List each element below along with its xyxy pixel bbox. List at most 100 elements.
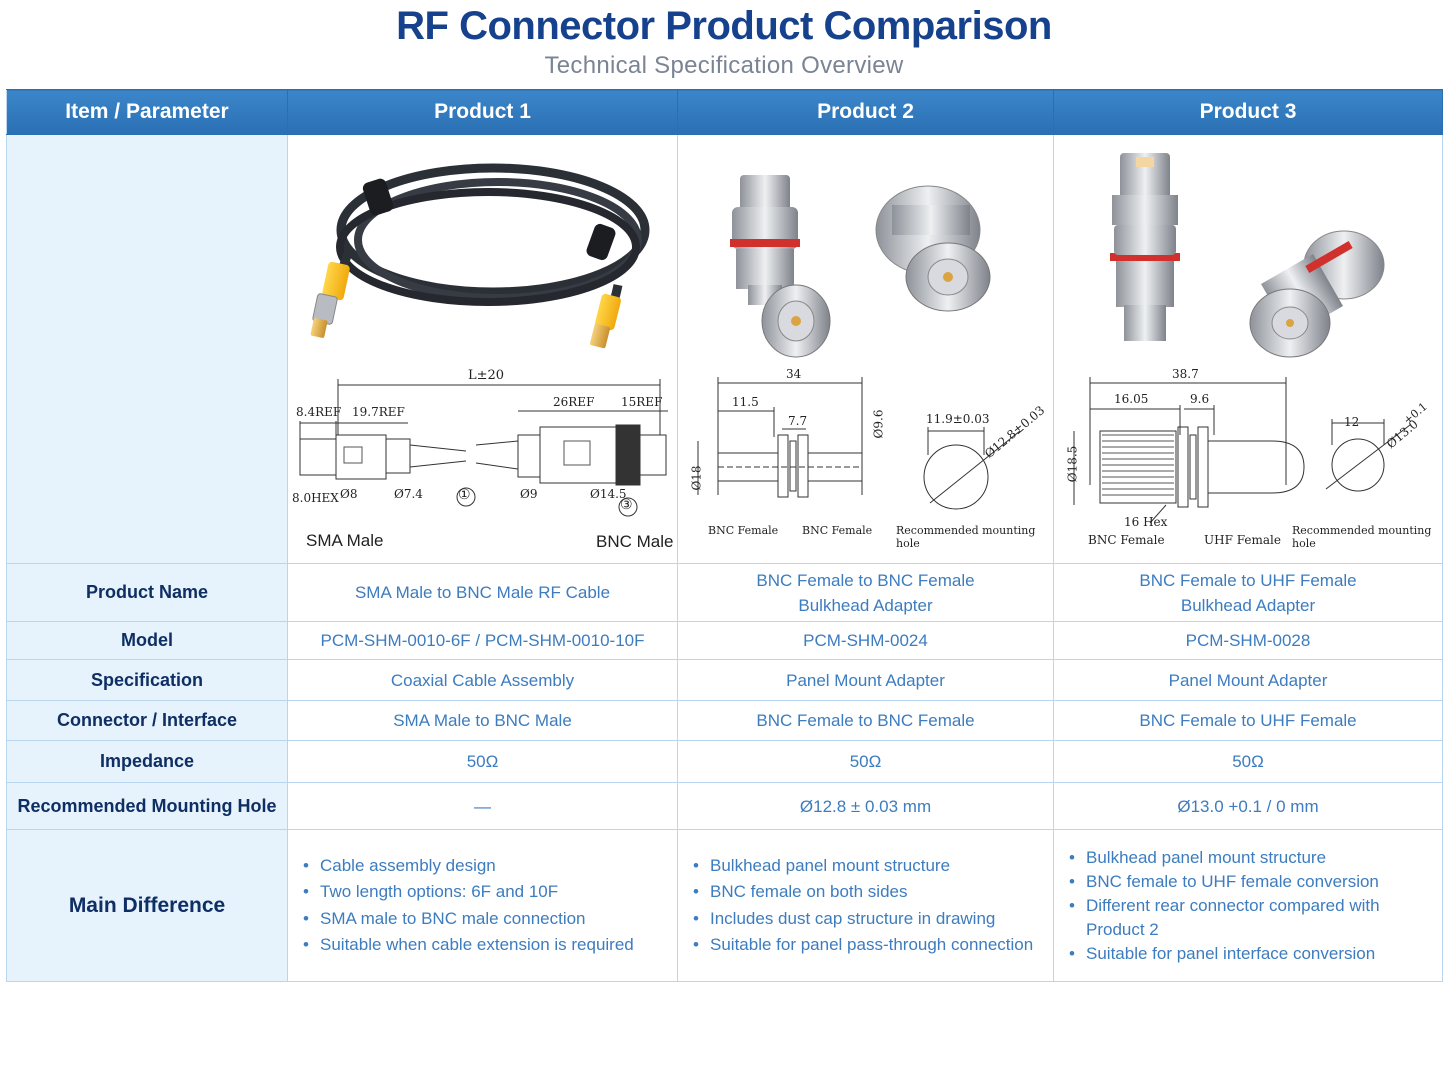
- product-3-adapter-image: [1073, 153, 1411, 524]
- p1-model: PCM-SHM-0010-6F / PCM-SHM-0010-10F: [287, 621, 678, 660]
- list-item: SMA male to BNC male connection: [303, 906, 677, 933]
- p2-connector: BNC Female to BNC Female: [677, 700, 1054, 741]
- image-row-label: [6, 134, 288, 564]
- row-label-connector: Connector / Interface: [6, 700, 288, 741]
- p3-main-difference: Bulkhead panel mount structure BNC femal…: [1053, 829, 1443, 982]
- p1-dim-length: L±20: [468, 368, 505, 383]
- p1-right-connector-name: BNC Male: [596, 532, 674, 551]
- column-header-product-1: Product 1: [287, 89, 678, 135]
- p3-model: PCM-SHM-0028: [1053, 621, 1443, 660]
- product-2-adapter-image: [697, 175, 1021, 510]
- table-row: Main Difference Cable assembly design Tw…: [6, 829, 1443, 982]
- p2-dim-b: 7.7: [788, 414, 808, 428]
- list-item: Suitable when cable extension is require…: [303, 932, 677, 959]
- row-label-product-name: Product Name: [6, 563, 288, 622]
- p2-mounting-hole-label: Recommended mounting hole: [896, 524, 1036, 550]
- table-row: Recommended Mounting Hole — Ø12.8 ± 0.03…: [6, 782, 1443, 830]
- p1-d74: Ø7.4: [394, 487, 423, 501]
- p2-difference-list: Bulkhead panel mount structure BNC femal…: [678, 853, 1053, 959]
- p2-specification: Panel Mount Adapter: [677, 659, 1054, 701]
- list-item: Two length options: 6F and 10F: [303, 879, 677, 906]
- column-header-item: Item / Parameter: [6, 89, 288, 135]
- p1-dim-b: 19.7REF: [352, 405, 405, 419]
- table-row: Specification Coaxial Cable Assembly Pan…: [6, 659, 1443, 701]
- p2-main-difference: Bulkhead panel mount structure BNC femal…: [677, 829, 1054, 982]
- table-row: Connector / Interface SMA Male to BNC Ma…: [6, 700, 1443, 741]
- p2-mounting-hole: Ø12.8 ± 0.03 mm: [677, 782, 1054, 830]
- p1-specification: Coaxial Cable Assembly: [287, 659, 678, 701]
- p2-dim-a: 11.5: [732, 395, 759, 409]
- image-row: L±20 8.4REF 19.7REF 26REF 15REF 8.0HEX Ø…: [6, 134, 1443, 564]
- column-header-product-2: Product 2: [677, 89, 1054, 135]
- p3-specification: Panel Mount Adapter: [1053, 659, 1443, 701]
- row-label-main-difference: Main Difference: [6, 829, 288, 982]
- p3-product-name-line-1: BNC Female to UHF Female: [1139, 570, 1357, 590]
- p1-connector: SMA Male to BNC Male: [287, 700, 678, 741]
- p1-dim-c: 26REF: [553, 395, 595, 409]
- p1-dim-d: 15REF: [621, 395, 663, 409]
- p1-mark-1: ①: [458, 486, 471, 502]
- list-item: Includes dust cap structure in drawing: [693, 906, 1053, 933]
- p1-d145: Ø14.5: [590, 487, 627, 501]
- list-item: BNC female to UHF female conversion: [1069, 870, 1442, 894]
- p3-impedance: 50Ω: [1053, 740, 1443, 783]
- p3-product-name-line-2: Bulkhead Adapter: [1180, 595, 1316, 615]
- p2-impedance: 50Ω: [677, 740, 1054, 783]
- product-2-image-cell: 34 11.5 7.7 Ø18 Ø9.6 11.9±0.03 Ø12.8±0.0…: [677, 134, 1054, 564]
- p2-model: PCM-SHM-0024: [677, 621, 1054, 660]
- p1-mark-3: ③: [620, 496, 633, 512]
- product-3-image-cell: 38.7 16.05 9.6 Ø18.5 12 +0.1 Ø13.0 16 He…: [1053, 134, 1443, 564]
- list-item: Bulkhead panel mount structure: [693, 853, 1053, 880]
- p1-left-connector-name: SMA Male: [306, 531, 384, 550]
- row-label-model: Model: [6, 621, 288, 660]
- page-subtitle: Technical Specification Overview: [544, 52, 904, 79]
- list-item: BNC female on both sides: [693, 879, 1053, 906]
- p2-product-name-line-1: BNC Female to BNC Female: [756, 570, 975, 590]
- p3-dim-b: 9.6: [1190, 392, 1210, 406]
- list-item: Bulkhead panel mount structure: [1069, 846, 1442, 870]
- p2-right-connector-name: BNC Female: [802, 524, 873, 537]
- p3-mounting-hole-label: Recommended mounting hole: [1292, 524, 1432, 550]
- p2-d96: Ø9.6: [871, 409, 886, 439]
- p3-dim-a: 16.05: [1114, 392, 1149, 406]
- p3-right-connector-name: UHF Female: [1204, 533, 1281, 547]
- p1-d8: Ø8: [340, 487, 358, 501]
- table-row: Product Name SMA Male to BNC Male RF Cab…: [6, 563, 1443, 622]
- p3-difference-list: Bulkhead panel mount structure BNC femal…: [1054, 846, 1442, 966]
- p3-mounting-hole: Ø13.0 +0.1 / 0 mm: [1053, 782, 1443, 830]
- p3-dim-total: 38.7: [1172, 367, 1199, 381]
- table-row: Impedance 50Ω 50Ω 50Ω: [6, 740, 1443, 783]
- p2-hole-width: 11.9±0.03: [926, 412, 990, 426]
- p3-hole-width: 12: [1344, 415, 1360, 429]
- column-header-product-3: Product 3: [1053, 89, 1443, 135]
- p1-hex: 8.0HEX: [292, 491, 339, 505]
- page-title: RF Connector Product Comparison: [396, 4, 1052, 48]
- comparison-table: Item / Parameter Product 1 Product 2 Pro…: [6, 89, 1443, 982]
- p1-difference-list: Cable assembly design Two length options…: [288, 853, 677, 959]
- p3-hex: 16 Hex: [1124, 515, 1168, 529]
- list-item: Cable assembly design: [303, 853, 677, 880]
- p2-d18: Ø18: [689, 465, 704, 491]
- table-header-row: Item / Parameter Product 1 Product 2 Pro…: [6, 89, 1443, 135]
- p1-product-name: SMA Male to BNC Male RF Cable: [287, 563, 678, 622]
- p2-dim-total: 34: [786, 367, 802, 381]
- row-label-mounting-hole: Recommended Mounting Hole: [6, 782, 288, 830]
- list-item: Suitable for panel pass-through connecti…: [693, 932, 1053, 959]
- p1-dim-a: 8.4REF: [296, 405, 342, 419]
- row-label-specification: Specification: [6, 659, 288, 701]
- p1-d9: Ø9: [520, 487, 538, 501]
- row-label-impedance: Impedance: [6, 740, 288, 783]
- product-1-image-cell: L±20 8.4REF 19.7REF 26REF 15REF 8.0HEX Ø…: [287, 134, 678, 564]
- table-row: Model PCM-SHM-0010-6F / PCM-SHM-0010-10F…: [6, 621, 1443, 660]
- list-item: Suitable for panel interface conversion: [1069, 942, 1442, 966]
- p1-mounting-hole: —: [287, 782, 678, 830]
- p1-main-difference: Cable assembly design Two length options…: [287, 829, 678, 982]
- p1-impedance: 50Ω: [287, 740, 678, 783]
- product-1-cable-image: [299, 163, 668, 517]
- p3-connector: BNC Female to UHF Female: [1053, 700, 1443, 741]
- p3-d185: Ø18.5: [1065, 445, 1080, 483]
- p2-product-name-line-2: Bulkhead Adapter: [798, 595, 933, 615]
- p2-left-connector-name: BNC Female: [708, 524, 779, 537]
- p3-left-connector-name: BNC Female: [1088, 533, 1165, 547]
